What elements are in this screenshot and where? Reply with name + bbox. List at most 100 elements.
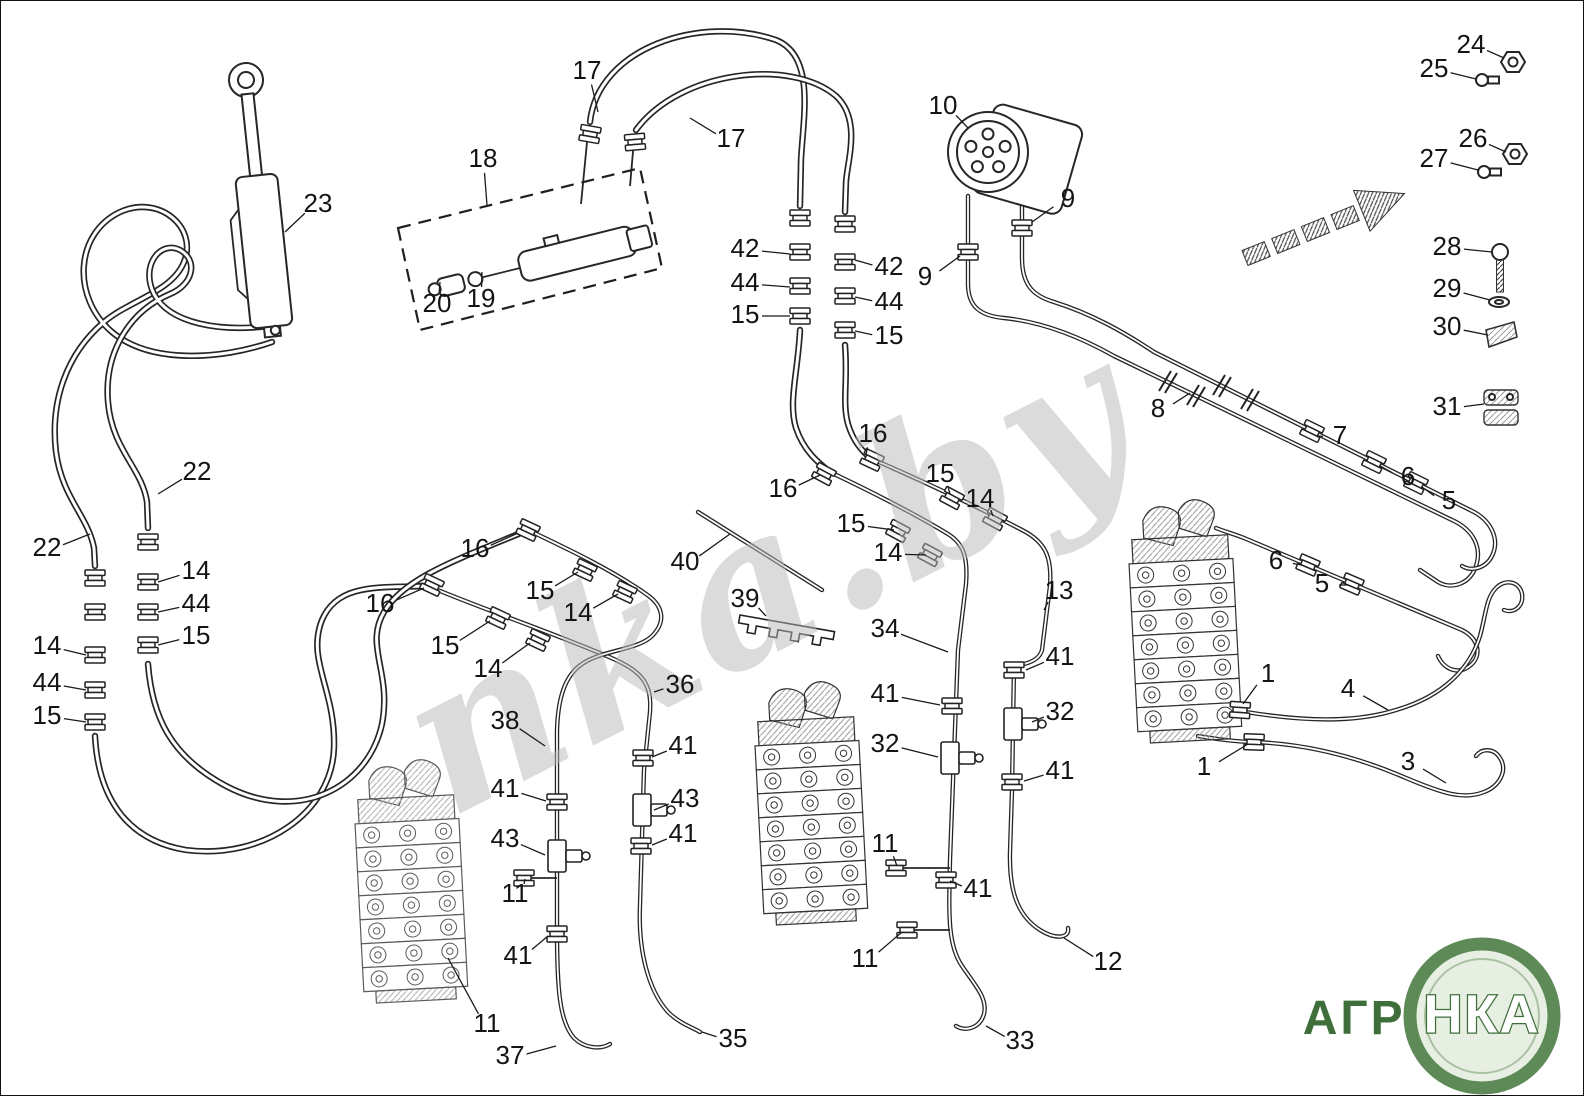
callout-label-15: 15 <box>33 700 62 730</box>
callout-leader <box>1031 716 1045 723</box>
callout-leader <box>157 478 183 495</box>
callout-label-26: 26 <box>1459 123 1488 153</box>
plug-27-icon <box>1477 165 1502 179</box>
fitting-icon <box>546 925 568 943</box>
callout-leader <box>854 259 873 266</box>
callout-leader <box>892 856 898 867</box>
callout-leader <box>157 574 180 583</box>
fitting-icon <box>84 603 106 621</box>
callout-label-6: 6 <box>1269 545 1283 575</box>
callout-label-14: 14 <box>564 597 593 627</box>
callout-label-44: 44 <box>182 588 211 618</box>
callout-label-4: 4 <box>1341 673 1355 703</box>
callout-label-23: 23 <box>304 188 333 218</box>
callout-label-17: 17 <box>573 55 602 85</box>
callout-leader <box>985 1025 1005 1038</box>
fitting-icon <box>578 123 602 145</box>
fitting-icon <box>137 533 159 551</box>
callout-label-42: 42 <box>875 251 904 281</box>
callout-label-41: 41 <box>1046 755 1075 785</box>
callout-label-42: 42 <box>731 233 760 263</box>
callout-leader <box>157 639 180 646</box>
callout-label-15: 15 <box>431 630 460 660</box>
callout-leader <box>955 114 969 129</box>
callout-label-41: 41 <box>964 873 993 903</box>
fitting-icon <box>1242 732 1266 752</box>
fitting-icon <box>137 636 159 654</box>
callout-leader <box>990 509 994 517</box>
fitting-icon <box>935 871 957 889</box>
callout-label-37: 37 <box>496 1040 525 1070</box>
callout-leader <box>284 212 306 233</box>
callout-label-1: 1 <box>1197 751 1211 781</box>
callout-leader <box>900 633 949 653</box>
callout-leader <box>651 750 668 758</box>
callout-leader <box>554 571 579 587</box>
plug-25-icon <box>1475 73 1500 87</box>
callout-leader <box>490 532 519 546</box>
callout-leader <box>1450 162 1479 171</box>
logo-circle <box>1403 937 1561 1095</box>
callout-label-31: 31 <box>1433 391 1462 421</box>
callout-label-8: 8 <box>1151 393 1165 423</box>
hydraulic-cylinder-23 <box>228 62 294 339</box>
callout-label-22: 22 <box>183 456 212 486</box>
callout-label-41: 41 <box>1046 641 1075 671</box>
callout-leader <box>854 330 873 336</box>
callout-leader <box>761 250 791 255</box>
callout-leader <box>1292 562 1303 566</box>
callout-label-15: 15 <box>837 508 866 538</box>
callout-leader <box>1172 392 1191 405</box>
logo-inner-ring <box>1424 958 1540 1074</box>
callout-leader <box>653 688 664 693</box>
screw-28-icon <box>1491 243 1509 293</box>
callout-label-16: 16 <box>859 418 888 448</box>
fitting-icon <box>1003 661 1025 679</box>
callout-label-14: 14 <box>874 537 903 567</box>
fitting-icon <box>941 697 963 715</box>
callout-label-32: 32 <box>1046 696 1075 726</box>
callout-label-15: 15 <box>926 458 955 488</box>
callout-label-11: 11 <box>872 828 899 858</box>
callout-label-15: 15 <box>875 320 904 350</box>
callout-leader <box>63 718 87 723</box>
callout-leader <box>1421 486 1435 497</box>
fitting-icon <box>834 287 856 305</box>
callout-leader <box>689 117 717 135</box>
callout-label-38: 38 <box>491 705 520 735</box>
comb-39 <box>737 614 836 647</box>
callout-leader <box>939 255 961 272</box>
callout-leader <box>1488 143 1507 153</box>
callout-leader <box>1025 661 1045 671</box>
nut-26-icon <box>1501 143 1529 165</box>
fitting-icon <box>84 646 106 664</box>
callout-label-41: 41 <box>669 730 698 760</box>
callout-leader <box>1463 248 1493 253</box>
callout-label-27: 27 <box>1420 143 1449 173</box>
fitting-icon <box>789 277 811 295</box>
callout-label-15: 15 <box>731 299 760 329</box>
fitting-icon <box>630 837 652 855</box>
callout-leader <box>947 486 951 495</box>
fitting-icon <box>84 713 106 731</box>
callout-label-35: 35 <box>719 1023 748 1053</box>
fitting-icon <box>1011 219 1033 237</box>
fitting-icon <box>137 573 159 591</box>
fitting-icon <box>84 569 106 587</box>
callout-leader <box>447 957 480 1015</box>
callout-leader <box>157 606 180 613</box>
direction-arrow-icon <box>1241 189 1406 267</box>
callout-leader <box>521 792 547 802</box>
callout-leader <box>798 474 821 486</box>
callout-leader <box>698 533 731 557</box>
callout-label-17: 17 <box>717 123 746 153</box>
callout-leader <box>901 696 941 706</box>
callout-leader <box>854 296 873 302</box>
callout-leader <box>590 84 599 113</box>
callout-leader <box>1063 937 1094 958</box>
callout-label-43: 43 <box>491 823 520 853</box>
callout-label-39: 39 <box>731 583 760 613</box>
